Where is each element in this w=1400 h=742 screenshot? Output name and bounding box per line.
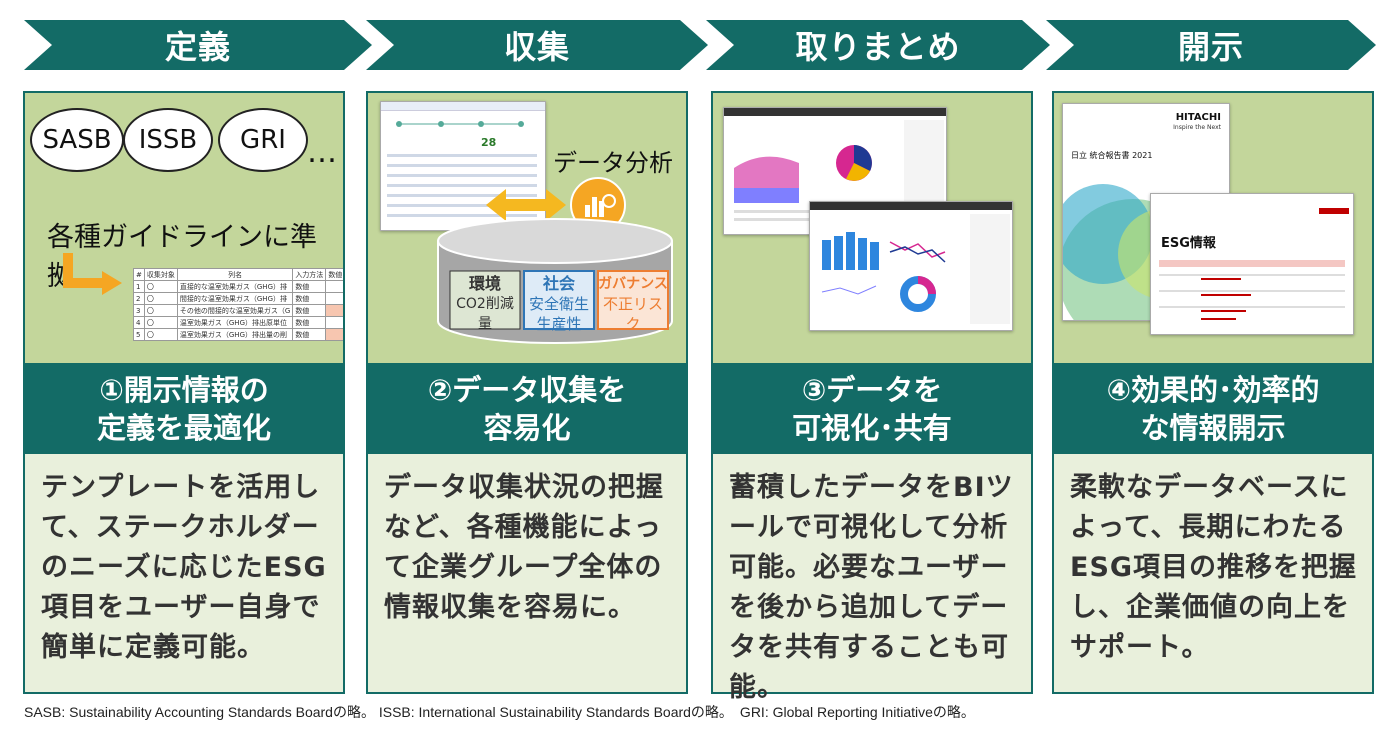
- step-arrow-label: 収集: [503, 28, 570, 66]
- table-cell: 5: [133, 328, 145, 341]
- table-header: 数値: [325, 268, 343, 281]
- table-cell: 数値: [292, 292, 327, 305]
- table-cell: 2: [133, 292, 145, 305]
- step-arrow-disclose: 開示: [1046, 20, 1376, 70]
- table-cell: 温室効果ガス（GHG）排出原単位: [176, 316, 294, 329]
- step-description: テンプレートを活用して、ステークホルダーのニーズに応じたESG項目をユーザー自身…: [41, 472, 327, 663]
- table-cell: 4: [133, 316, 145, 329]
- define-illustration: SASB ISSB GRI … 各種ガイドラインに準拠 # 収集対象 列名 入力…: [25, 93, 343, 363]
- step-description: 柔軟なデータベースによって、長期にわたるESG項目の推移を把握し、企業価値の向上…: [1070, 472, 1358, 663]
- table-cell: [325, 316, 343, 329]
- step-title-line1: ④効果的･効率的: [1106, 372, 1320, 407]
- table-cell: 1: [133, 280, 145, 293]
- bi-report-screenshot-2: [809, 201, 1013, 331]
- governance-tag: ガバナンス不正リスク: [598, 276, 668, 333]
- step-arrow-label: 開示: [1177, 28, 1244, 66]
- table-cell: [325, 292, 343, 305]
- data-analysis-label: データ分析: [553, 149, 673, 177]
- table-cell: 〇: [143, 292, 178, 305]
- brand-tagline: Inspire the Next: [1173, 124, 1221, 131]
- progress-count: 28: [481, 136, 497, 149]
- hitachi-logo: HITACHI: [1175, 112, 1221, 123]
- table-cell: [325, 328, 343, 341]
- step-arrow-define: 定義: [24, 20, 372, 70]
- step-title-line1: ①開示情報の: [99, 372, 269, 407]
- step-title-line2: 定義を最適化: [96, 410, 271, 445]
- step-title: ④効果的･効率的 な情報開示: [1054, 363, 1372, 454]
- table-header: #: [133, 268, 145, 281]
- step-title-line2: な情報開示: [1140, 410, 1286, 445]
- step-title-line1: ③データを: [801, 372, 943, 407]
- aggregate-illustration: [713, 93, 1031, 363]
- step-column-disclose: HITACHI Inspire the Next 日立 統合報告書 2021 E…: [1052, 91, 1374, 694]
- table-cell: 数値: [292, 316, 327, 329]
- table-cell: 数値: [292, 280, 327, 293]
- step-column-define: SASB ISSB GRI … 各種ガイドラインに準拠 # 収集対象 列名 入力…: [23, 91, 345, 694]
- table-header: 収集対象: [143, 268, 178, 281]
- gri-oval: GRI: [218, 108, 308, 172]
- esg-page-heading: ESG情報: [1161, 236, 1216, 251]
- table-cell: 間接的な温室効果ガス（GHG）排: [176, 292, 294, 305]
- table-header: 入力方法: [292, 268, 327, 281]
- esg-info-webpage: ESG情報: [1150, 193, 1354, 335]
- table-cell: 〇: [143, 328, 178, 341]
- arrow-right-icon: [63, 253, 122, 295]
- step-title: ②データ収集を 容易化: [368, 363, 686, 454]
- table-cell: その他の間接的な温室効果ガス（G: [176, 304, 294, 317]
- step-arrow-aggregate: 取りまとめ: [706, 20, 1050, 70]
- table-cell: [325, 304, 343, 317]
- step-description: 蓄積したデータをBIツールで可視化して分析可能。必要なユーザーを後から追加してデ…: [729, 472, 1014, 703]
- ellipsis: …: [307, 135, 337, 170]
- step-arrow-collect: 収集: [366, 20, 708, 70]
- disclose-illustration: HITACHI Inspire the Next 日立 統合報告書 2021 E…: [1054, 93, 1372, 363]
- table-cell: 数値: [292, 304, 327, 317]
- table-cell: 3: [133, 304, 145, 317]
- step-title-line1: ②データ収集を: [427, 372, 627, 407]
- step-arrow-label: 定義: [164, 28, 231, 66]
- step-title: ①開示情報の 定義を最適化: [25, 363, 343, 454]
- step-column-aggregate: ③データを 可視化･共有 蓄積したデータをBIツールで可視化して分析可能。必要な…: [711, 91, 1033, 703]
- step-title-line2: 容易化: [483, 410, 571, 445]
- social-tag: 社会安全衛生生産性: [528, 274, 589, 333]
- table-cell: 温室効果ガス（GHG）排出量の削: [176, 328, 294, 341]
- step-title-line2: 可視化･共有: [792, 410, 952, 445]
- sasb-oval: SASB: [30, 108, 124, 172]
- step-arrow-label: 取りまとめ: [795, 28, 961, 66]
- table-header: 列名: [176, 268, 294, 281]
- report-title: 日立 統合報告書 2021: [1071, 151, 1153, 160]
- table-cell: 数値: [292, 328, 327, 341]
- table-cell: 〇: [143, 316, 178, 329]
- table-cell: 〇: [143, 280, 178, 293]
- table-cell: 直接的な温室効果ガス（GHG）排: [176, 280, 294, 293]
- issb-oval: ISSB: [123, 108, 213, 172]
- table-cell: 〇: [143, 304, 178, 317]
- footnote: SASB: Sustainability Accounting Standard…: [24, 704, 975, 720]
- table-cell: [325, 280, 343, 293]
- step-title: ③データを 可視化･共有: [713, 363, 1031, 454]
- step-description: データ収集状況の把握など、各種機能によって企業グループ全体の情報収集を容易に。: [384, 472, 664, 623]
